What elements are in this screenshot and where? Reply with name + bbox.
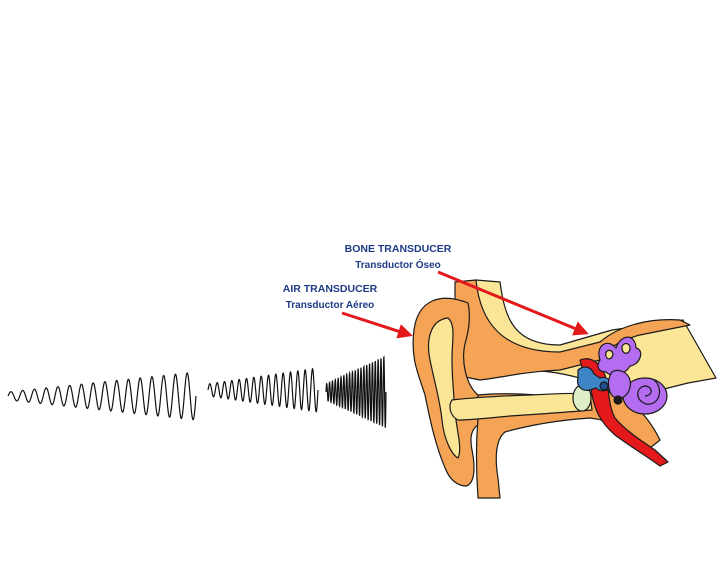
air-transducer-subtitle: Transductor Aéreo bbox=[286, 300, 375, 311]
stapes bbox=[599, 381, 609, 391]
sound-waves bbox=[7, 355, 387, 428]
mid-frequency-wave bbox=[207, 367, 319, 413]
oval-window bbox=[613, 395, 623, 405]
air-transducer-title: AIR TRANSDUCER bbox=[283, 283, 378, 295]
temporal-region bbox=[454, 279, 691, 381]
transducer-arrows bbox=[341, 270, 589, 339]
air-transducer-label: AIR TRANSDUCER Transductor Aéreo bbox=[283, 283, 378, 311]
cochlea-spiral bbox=[637, 379, 661, 405]
high-frequency-wave bbox=[325, 355, 387, 428]
canal-hole-1 bbox=[605, 349, 614, 360]
canal-hole-2 bbox=[621, 342, 631, 354]
pinna-inner-fold bbox=[427, 317, 461, 459]
bone-transducer-title: BONE TRANSDUCER bbox=[345, 243, 452, 255]
bone-transducer-arrow bbox=[437, 270, 589, 336]
low-frequency-wave bbox=[7, 372, 197, 421]
ear-anatomy bbox=[412, 279, 717, 499]
bone-transducer-label: BONE TRANSDUCER Transductor Óseo bbox=[345, 243, 452, 271]
air-transducer-arrow bbox=[341, 311, 413, 339]
bone-transducer-subtitle: Transductor Óseo bbox=[355, 258, 441, 271]
vestibule bbox=[607, 369, 631, 399]
ear-canal bbox=[449, 392, 593, 421]
